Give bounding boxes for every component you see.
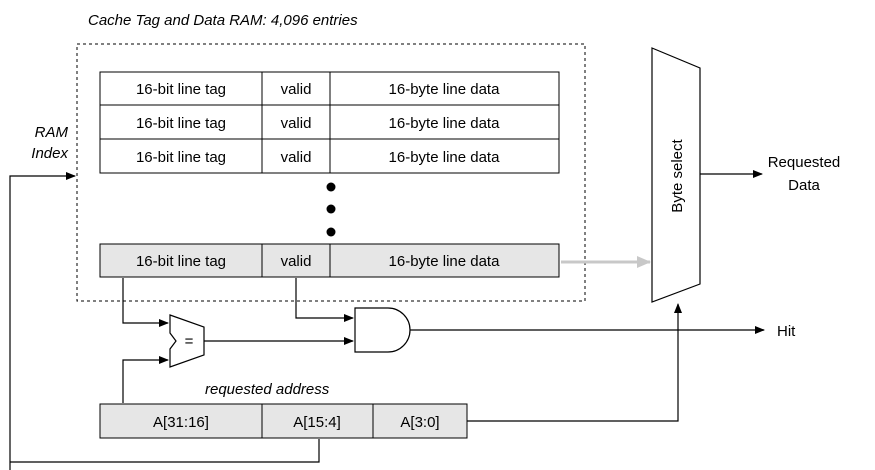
requested-address-label: requested address (205, 381, 330, 398)
address-field-offset (372, 403, 468, 439)
tag-cell (99, 71, 263, 106)
data-cell (329, 243, 560, 278)
valid-label: valid (281, 253, 312, 270)
ram-index-label: RAM (35, 124, 69, 141)
hit-label: Hit (777, 323, 796, 340)
ram-index-wire (9, 172, 76, 470)
tag-label: 16-bit line tag (136, 115, 226, 132)
ram-row-1: 16-bit line tag valid 16-byte line data (99, 71, 560, 106)
valid-label: valid (281, 115, 312, 132)
valid-label: valid (281, 81, 312, 98)
ram-title: Cache Tag and Data RAM: 4,096 entries (88, 12, 358, 29)
ram-enclosure (76, 43, 586, 302)
comparator (169, 314, 205, 368)
tag-label: 16-bit line tag (136, 149, 226, 166)
valid-cell (261, 138, 331, 174)
requested-data-label: Requested (768, 154, 841, 171)
data-label: 16-byte line data (389, 149, 501, 166)
valid-to-and-wire (295, 278, 354, 322)
ram-row-2: 16-bit line tag valid 16-byte line data (99, 104, 560, 140)
offset-to-byte-select-wire (467, 303, 682, 422)
address-field-offset-label: A[3:0] (400, 414, 439, 431)
ellipsis-dot (326, 204, 336, 214)
and-gate (354, 307, 411, 353)
comparator-symbol: = (185, 333, 194, 350)
tag-label: 16-bit line tag (136, 253, 226, 270)
address-register: A[31:16] A[15:4] A[3:0] (99, 403, 468, 439)
tag-cell (99, 243, 263, 278)
address-field-high-label: A[31:16] (153, 414, 209, 431)
tag-to-comparator-wire (122, 278, 169, 327)
address-field-index (261, 403, 374, 439)
valid-label: valid (281, 149, 312, 166)
byte-select-label: Byte select (669, 138, 686, 212)
data-label: 16-byte line data (389, 81, 501, 98)
tag-cell (99, 138, 263, 174)
tag-cell (99, 104, 263, 140)
ellipsis-dot (326, 227, 336, 237)
ram-index-label-2: Index (31, 145, 68, 162)
data-label: 16-byte line data (389, 253, 501, 270)
address-field-index-label: A[15:4] (293, 414, 341, 431)
data-cell (329, 138, 560, 174)
tag-label: 16-bit line tag (136, 81, 226, 98)
index-loop-wire (10, 439, 320, 463)
ellipsis-dot (326, 182, 336, 192)
byte-select-mux (651, 47, 701, 303)
data-label: 16-byte line data (389, 115, 501, 132)
ram-row-3: 16-bit line tag valid 16-byte line data (99, 138, 560, 174)
ram-row-selected: 16-bit line tag valid 16-byte line data (99, 243, 560, 278)
valid-cell (261, 71, 331, 106)
requested-data-label-2: Data (788, 177, 820, 194)
data-cell (329, 104, 560, 140)
address-field-high (99, 403, 263, 439)
address-to-comparator-wire (122, 356, 169, 403)
